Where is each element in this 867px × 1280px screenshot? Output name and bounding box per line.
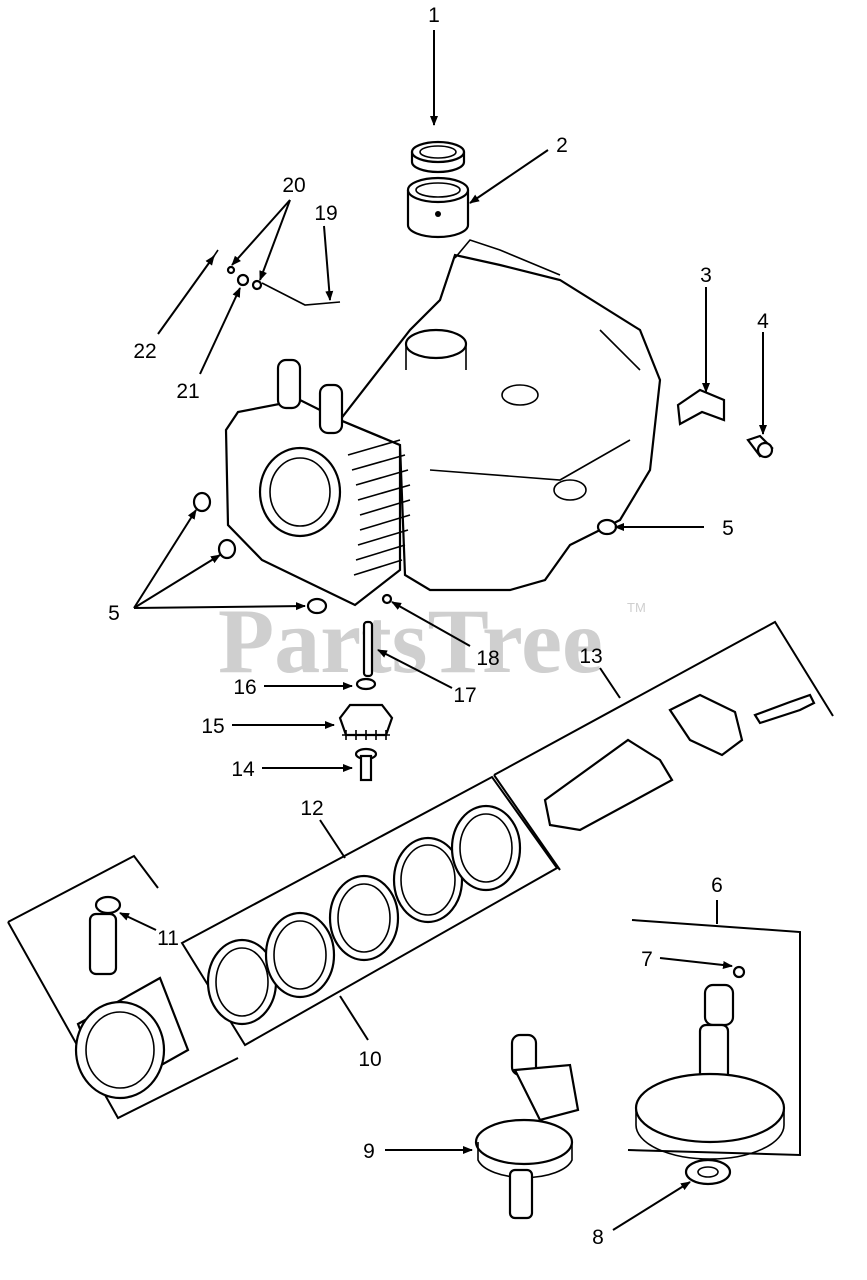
part-18-ball	[381, 593, 393, 605]
part-3-bracket	[676, 388, 726, 426]
callout-1: 1	[428, 4, 440, 27]
watermark-trademark: TM	[627, 600, 646, 615]
callout-6: 6	[711, 874, 723, 897]
callout-5-right: 5	[722, 517, 734, 540]
part-14-shaft	[354, 747, 378, 782]
part-16-washer	[355, 677, 377, 691]
part-19-tube	[261, 282, 341, 306]
part-20-21-22-small-parts	[209, 249, 263, 291]
part-13-connecting-rod-box	[493, 620, 834, 871]
part-15-governor-gear	[338, 703, 394, 740]
callout-13: 13	[579, 645, 602, 668]
leader-lines	[119, 30, 767, 1231]
callout-10: 10	[358, 1048, 381, 1071]
callout-5-left-a: 5	[108, 602, 120, 625]
callout-18: 18	[476, 647, 499, 670]
callout-3: 3	[700, 264, 712, 287]
callout-20: 20	[282, 174, 305, 197]
callout-17: 17	[453, 684, 476, 707]
part-17-pin	[362, 620, 374, 678]
part-11-piston-box	[7, 854, 239, 1120]
callout-2: 2	[556, 134, 568, 157]
callout-11: 11	[157, 927, 179, 950]
callout-9: 9	[363, 1140, 375, 1163]
callout-4: 4	[757, 310, 769, 333]
part-6-camshaft-box	[627, 919, 801, 1160]
watermark-text: PartsTree	[218, 590, 603, 692]
part-9-crankshaft	[474, 1033, 580, 1220]
part-5-dowels	[192, 491, 618, 615]
part-1-bushing	[410, 140, 466, 174]
part-crankcase-block	[224, 239, 662, 607]
callout-22: 22	[133, 340, 156, 363]
callout-8: 8	[592, 1226, 604, 1249]
callout-19: 19	[314, 202, 337, 225]
callout-15: 15	[201, 715, 224, 738]
part-10-12-ring-set-box	[180, 775, 559, 1047]
callout-7: 7	[641, 948, 653, 971]
part-4-bolt	[746, 434, 774, 459]
callout-12: 12	[300, 797, 323, 820]
part-8-washer	[684, 1158, 732, 1186]
callout-21: 21	[176, 380, 199, 403]
part-2-bearing	[406, 176, 470, 239]
callout-16: 16	[233, 676, 256, 699]
callout-5-left-c: 5	[108, 602, 120, 625]
callout-14: 14	[231, 758, 255, 781]
